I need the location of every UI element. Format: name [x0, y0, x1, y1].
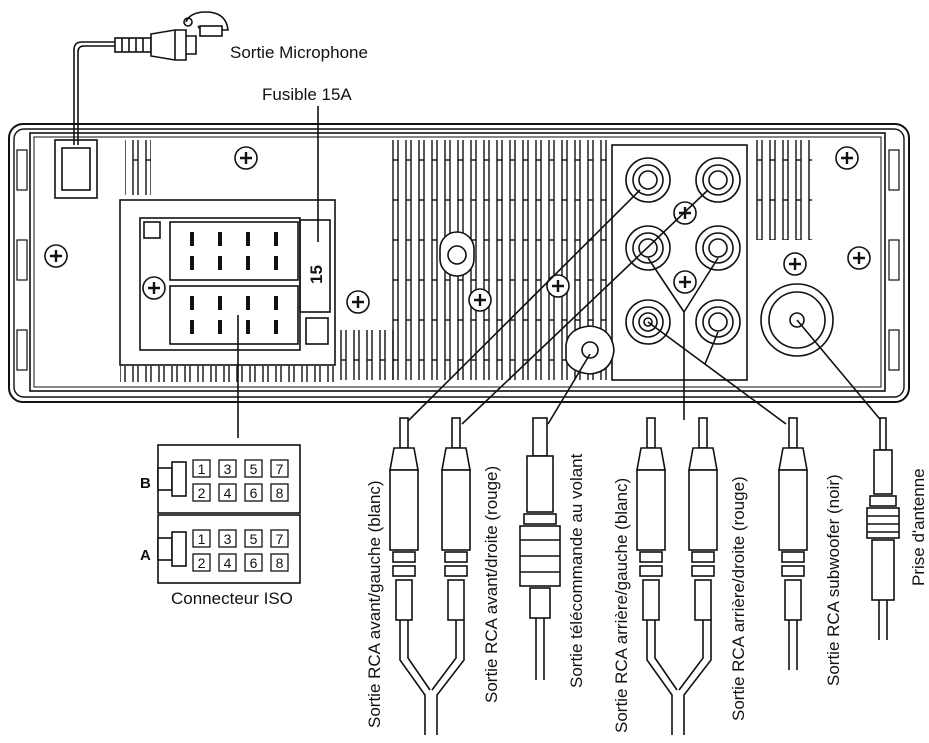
radio-chassis	[8, 123, 910, 403]
cable-labels: Sortie RCA avant/gauche (blanc) Sortie R…	[365, 453, 928, 733]
iso-pin-boxes	[192, 459, 289, 572]
label-steering-remote: Sortie télécommande au volant	[567, 453, 586, 688]
bottom-vent-comb	[120, 366, 335, 382]
fuse-label: Fusible 15A	[262, 85, 352, 104]
rca-plug-front-right	[441, 417, 471, 621]
label-rca-rear-left: Sortie RCA arrière/gauche (blanc)	[612, 478, 631, 733]
iso-b-pin: 3	[224, 461, 232, 477]
top-vent-slots	[125, 140, 151, 195]
microphone-socket	[54, 139, 98, 199]
iso-a-pin: 4	[224, 555, 232, 571]
iso-socket-housing	[119, 199, 336, 366]
microphone-plug	[73, 11, 229, 145]
iso-a-pin: 7	[276, 531, 284, 547]
iso-pin-numbers: 1 3 5 7 2 4 6 8 1 3 5 7 2 4 6 8	[198, 461, 284, 571]
iso-a-pin: 3	[224, 531, 232, 547]
connection-leader-lines	[404, 189, 885, 425]
rca-plug-rear-left	[636, 417, 666, 621]
iso-a-pin: 5	[250, 531, 258, 547]
rca-plug-front-left	[389, 417, 419, 621]
antenna-plug	[866, 417, 900, 640]
iso-connector-label: Connecteur ISO	[171, 589, 293, 608]
iso-row-b-label: B	[140, 475, 151, 492]
rca-plug-subwoofer	[778, 417, 808, 670]
rca-jacks	[625, 157, 741, 345]
screw-icons	[44, 146, 871, 314]
microphone-label: Sortie Microphone	[230, 43, 368, 62]
iso-a-pin: 2	[198, 555, 206, 571]
iso-b-pin: 2	[198, 485, 206, 501]
label-rca-subwoofer: Sortie RCA subwoofer (noir)	[824, 474, 843, 686]
iso-a-pin: 6	[250, 555, 258, 571]
iso-b-pin: 7	[276, 461, 284, 477]
iso-a-pin: 1	[198, 531, 206, 547]
label-rca-front-right: Sortie RCA avant/droite (rouge)	[482, 466, 501, 703]
iso-connector-detail	[157, 444, 301, 584]
iso-b-pin: 8	[276, 485, 284, 501]
iso-b-pin: 1	[198, 461, 206, 477]
iso-a-pin: 8	[276, 555, 284, 571]
iso-row-a-label: A	[140, 547, 151, 564]
y-cable-front	[399, 620, 465, 735]
fuse-value: 15	[307, 265, 326, 284]
label-rca-front-left: Sortie RCA avant/gauche (blanc)	[365, 480, 384, 728]
y-cable-rear	[646, 620, 712, 735]
iso-b-pin: 4	[224, 485, 232, 501]
label-rca-rear-right: Sortie RCA arrière/droite (rouge)	[729, 476, 748, 721]
iso-b-pin: 6	[250, 485, 258, 501]
iso-socket-pins	[190, 232, 278, 334]
rca-plug-rear-right	[688, 417, 718, 621]
steering-remote-plug	[519, 417, 561, 680]
steering-remote-socket	[565, 325, 615, 375]
label-antenna: Prise d'antenne	[909, 468, 928, 586]
iso-b-pin: 5	[250, 461, 258, 477]
heatsink-fins	[335, 140, 812, 380]
